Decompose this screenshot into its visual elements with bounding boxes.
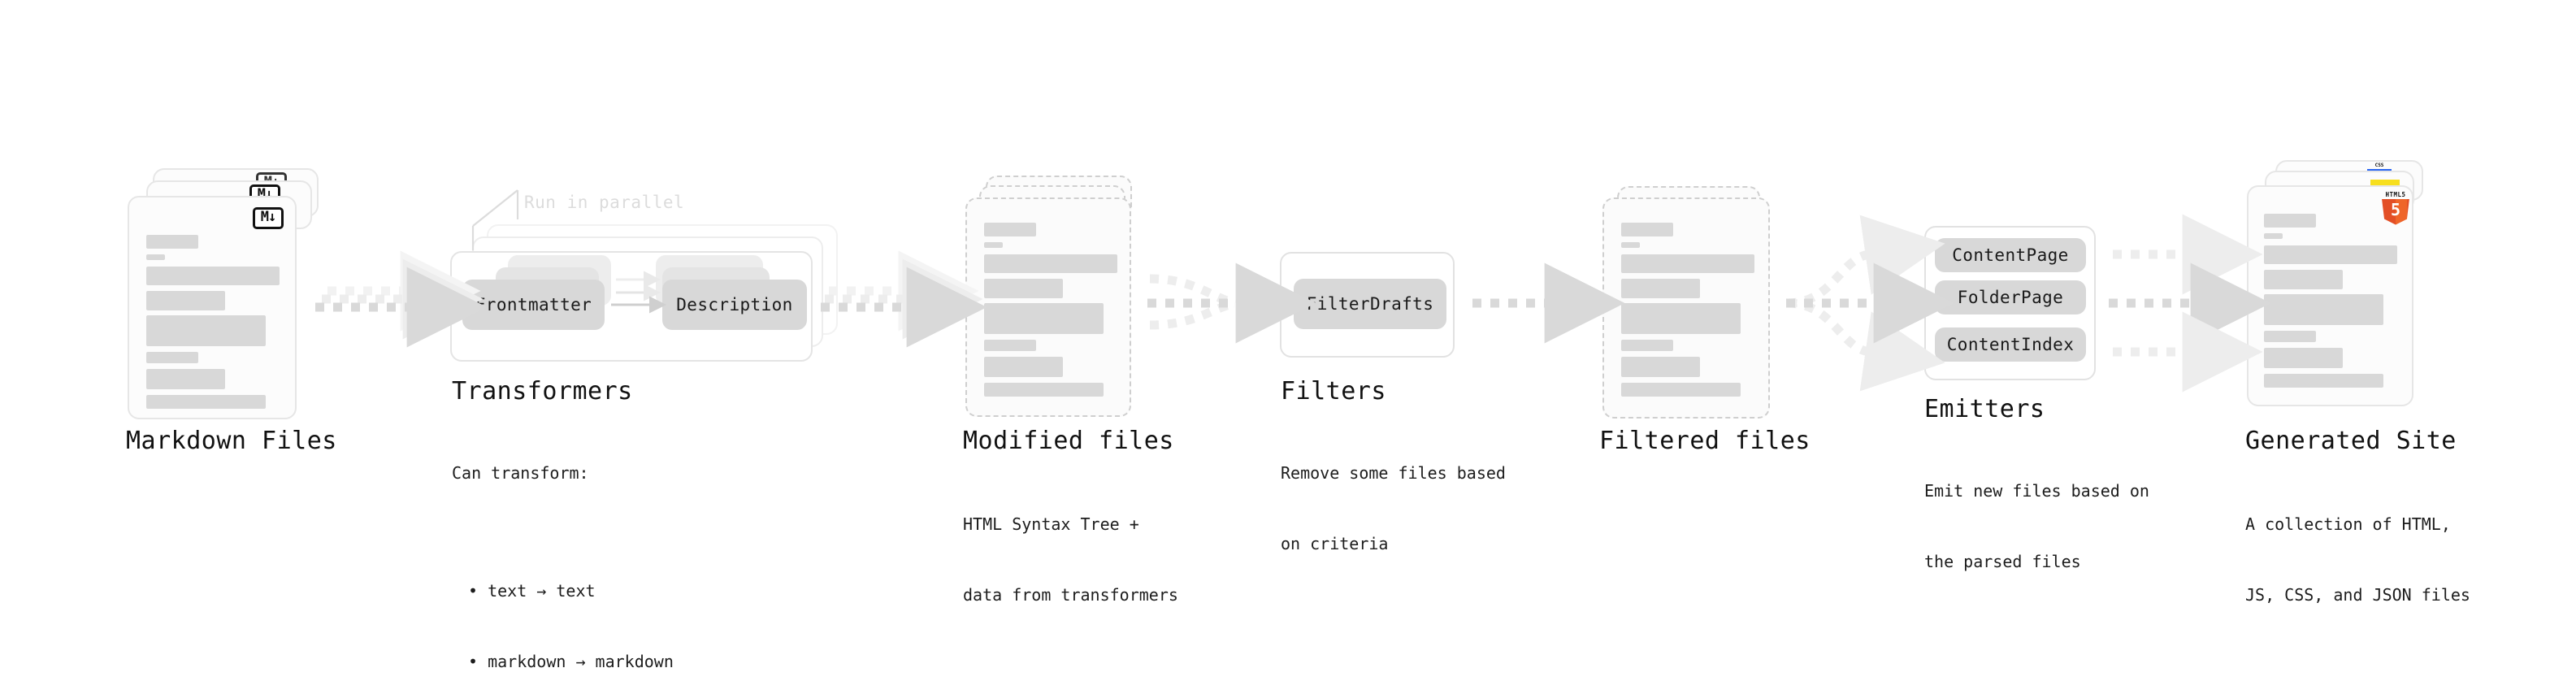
html5-icon-label: HTML5	[2385, 191, 2406, 198]
filter-chip-filterdrafts[interactable]: FilterDrafts	[1294, 279, 1446, 329]
skeleton-bar	[146, 291, 225, 310]
caption-line: data from transformers	[963, 585, 1178, 605]
skeleton-bar	[146, 369, 225, 389]
skeleton-bar	[1621, 340, 1673, 351]
caption-line: HTML Syntax Tree +	[963, 514, 1139, 534]
emitter-chip-label: ContentPage	[1952, 245, 2069, 265]
transformers-caption-list: text → text markdown → markdown html → h…	[452, 532, 674, 681]
skeleton-bar	[1621, 254, 1754, 273]
skeleton-bar	[1621, 279, 1700, 298]
emitter-chip-folderpage[interactable]: FolderPage	[1935, 280, 2086, 314]
skeleton-bar	[2264, 270, 2343, 289]
skeleton-bar	[984, 223, 1036, 236]
run-in-parallel-annotation: Run in parallel	[524, 193, 685, 212]
emitter-chip-label: FolderPage	[1957, 288, 2064, 307]
transformer-chip-description[interactable]: Description	[662, 280, 807, 330]
skeleton-bar	[1621, 303, 1741, 334]
skeleton-bar	[2264, 233, 2283, 239]
skeleton-bar	[2264, 294, 2383, 325]
transformers-caption-heading: Can transform:	[452, 463, 589, 483]
skeleton-bar	[146, 315, 266, 346]
skeleton-bar	[2264, 214, 2316, 228]
markdown-badge-label: M↓	[260, 209, 277, 225]
skeleton-bar	[1621, 383, 1741, 397]
transformers-title: Transformers	[452, 377, 633, 406]
arrow-markdown-to-transformers	[315, 250, 488, 348]
skeleton-bar	[2264, 331, 2316, 342]
skeleton-bar	[984, 279, 1063, 298]
filter-chip-label: FilterDrafts	[1306, 294, 1434, 314]
filtered-card-front	[1602, 197, 1770, 419]
markdown-files-title: Markdown Files	[126, 427, 337, 455]
skeleton-bar	[984, 340, 1036, 351]
skeleton-bar	[984, 254, 1117, 273]
filters-title: Filters	[1281, 377, 1386, 406]
skeleton-bar	[146, 235, 198, 249]
skeleton-bar	[984, 303, 1104, 334]
skeleton-bar	[984, 383, 1104, 397]
skeleton-bar	[984, 242, 1003, 248]
skeleton-bar	[2264, 374, 2383, 388]
transformers-caption-item: text → text	[468, 579, 674, 603]
css3-icon-label: CSS	[2374, 163, 2384, 168]
html5-icon: HTML5 5	[2381, 192, 2410, 226]
skeleton-bar	[146, 267, 280, 285]
caption-line: A collection of HTML,	[2245, 514, 2451, 534]
filters-caption: Remove some files based on criteria	[1281, 414, 1506, 603]
modified-files-title: Modified files	[963, 427, 1174, 455]
transformer-chip-label: Description	[676, 295, 793, 314]
emitter-chip-contentpage[interactable]: ContentPage	[1935, 238, 2086, 272]
emitters-title: Emitters	[1924, 395, 2045, 423]
transformers-caption: Can transform: text → text markdown → ma…	[452, 414, 674, 681]
skeleton-bar	[2264, 348, 2343, 368]
transformer-chip-frontmatter[interactable]: Frontmatter	[462, 280, 605, 330]
caption-line: JS, CSS, and JSON files	[2245, 585, 2470, 605]
html5-icon-number: 5	[2390, 200, 2401, 219]
emitter-chip-label: ContentIndex	[1946, 335, 2075, 354]
transformers-caption-item: markdown → markdown	[468, 650, 674, 674]
skeleton-bar	[984, 357, 1063, 377]
arrow-modified-to-filters	[1147, 262, 1316, 344]
site-card-front	[2247, 185, 2413, 406]
arrow-emitters-to-site	[2109, 214, 2271, 393]
caption-line: on criteria	[1281, 534, 1389, 553]
skeleton-bar	[1621, 242, 1640, 248]
emitter-chip-contentindex[interactable]: ContentIndex	[1935, 327, 2086, 362]
generated-site-caption: A collection of HTML, JS, CSS, and JSON …	[2245, 466, 2470, 654]
filtered-files-title: Filtered files	[1599, 427, 1811, 455]
html5-icon-shield: 5	[2382, 198, 2409, 225]
markdown-card-front: M↓	[128, 196, 297, 419]
skeleton-bar	[1621, 223, 1673, 236]
modified-files-caption: HTML Syntax Tree + data from transformer…	[963, 466, 1178, 654]
markdown-icon: M↓	[253, 207, 284, 229]
skeleton-bar	[146, 254, 165, 260]
transformer-chip-label: Frontmatter	[475, 295, 592, 314]
skeleton-bar	[2264, 245, 2397, 264]
skeleton-bar	[146, 352, 198, 363]
modified-card-front	[965, 197, 1131, 417]
emitters-caption: Emit new files based on the parsed files	[1924, 432, 2149, 621]
caption-line: the parsed files	[1924, 552, 2081, 571]
caption-line: Emit new files based on	[1924, 481, 2149, 501]
generated-site-title: Generated Site	[2245, 427, 2457, 455]
skeleton-bar	[146, 395, 266, 409]
caption-line: Remove some files based	[1281, 463, 1506, 483]
skeleton-bar	[1621, 357, 1700, 377]
arrow-filtered-to-emitters	[1786, 215, 1954, 392]
